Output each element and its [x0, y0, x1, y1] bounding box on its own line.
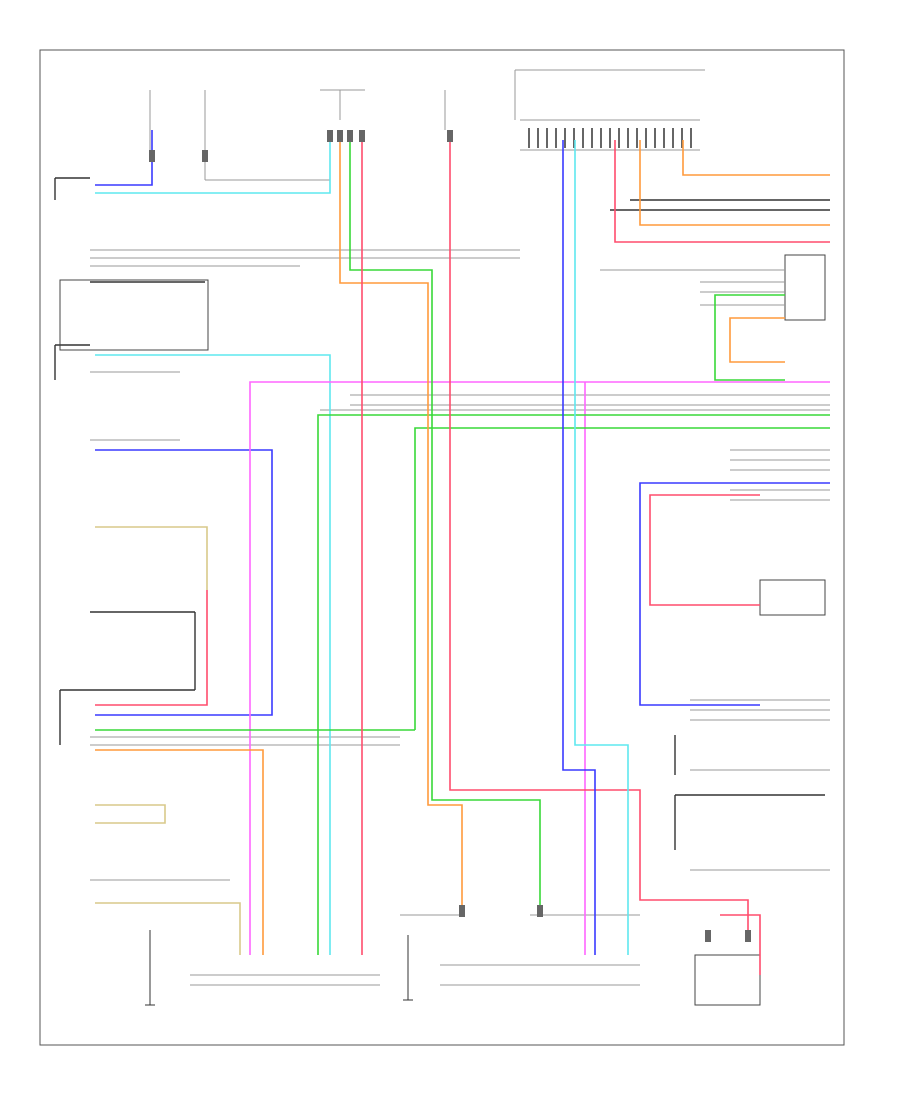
right-components	[320, 199, 830, 1006]
left-components	[54, 177, 520, 1006]
bottom-connectors	[190, 914, 640, 1001]
colored-wires	[95, 130, 830, 975]
top-fuse-blocks	[149, 69, 705, 181]
wire-connector-marks	[149, 130, 751, 942]
top-right-connector	[528, 128, 692, 148]
diagram-frame	[39, 49, 845, 1046]
